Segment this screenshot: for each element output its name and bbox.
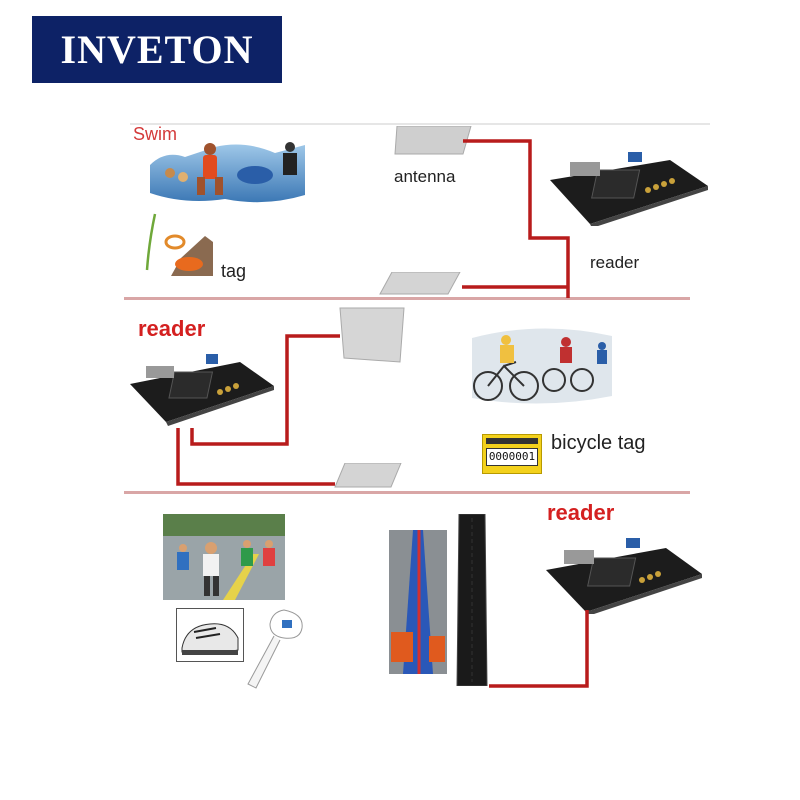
section-divider-top xyxy=(130,123,710,125)
cable-mat-reader xyxy=(489,610,589,688)
mat-antenna-photo xyxy=(389,530,447,674)
brand-logo: INVETON xyxy=(32,16,282,83)
label-bicycle-tag: bicycle tag xyxy=(551,432,646,454)
reader-device-icon xyxy=(130,354,274,426)
section-divider-2 xyxy=(124,491,690,494)
label-tag: tag xyxy=(221,261,247,281)
antenna-panel-icon xyxy=(379,272,461,295)
mat-antenna-icon xyxy=(456,514,488,686)
label-antenna: antenna xyxy=(394,167,456,186)
antenna-panel-icon xyxy=(334,463,402,488)
cable-antenna-low xyxy=(176,428,335,486)
shoe-tag-icon xyxy=(176,608,244,662)
bicycle-tag-number: 0000001 xyxy=(486,448,538,466)
running-photo xyxy=(163,514,285,600)
antenna-panel-icon xyxy=(339,307,405,363)
bicycle-photo xyxy=(472,328,612,404)
swim-photo xyxy=(150,142,305,203)
bib-header xyxy=(486,438,538,444)
bicycle-tag-icon: 0000001 xyxy=(482,434,542,474)
label-reader-mid: reader xyxy=(138,316,206,341)
label-swim: Swim xyxy=(133,124,177,144)
antenna-panel-icon xyxy=(394,126,472,155)
reader-device-icon xyxy=(546,538,702,614)
tag-icon xyxy=(145,213,213,276)
tag-icon xyxy=(247,609,303,689)
label-reader-bottom: reader xyxy=(547,500,615,525)
section-divider-1 xyxy=(124,297,690,300)
label-reader-top: reader xyxy=(590,253,640,272)
brand-name: INVETON xyxy=(60,27,254,72)
reader-device-icon xyxy=(550,152,708,226)
